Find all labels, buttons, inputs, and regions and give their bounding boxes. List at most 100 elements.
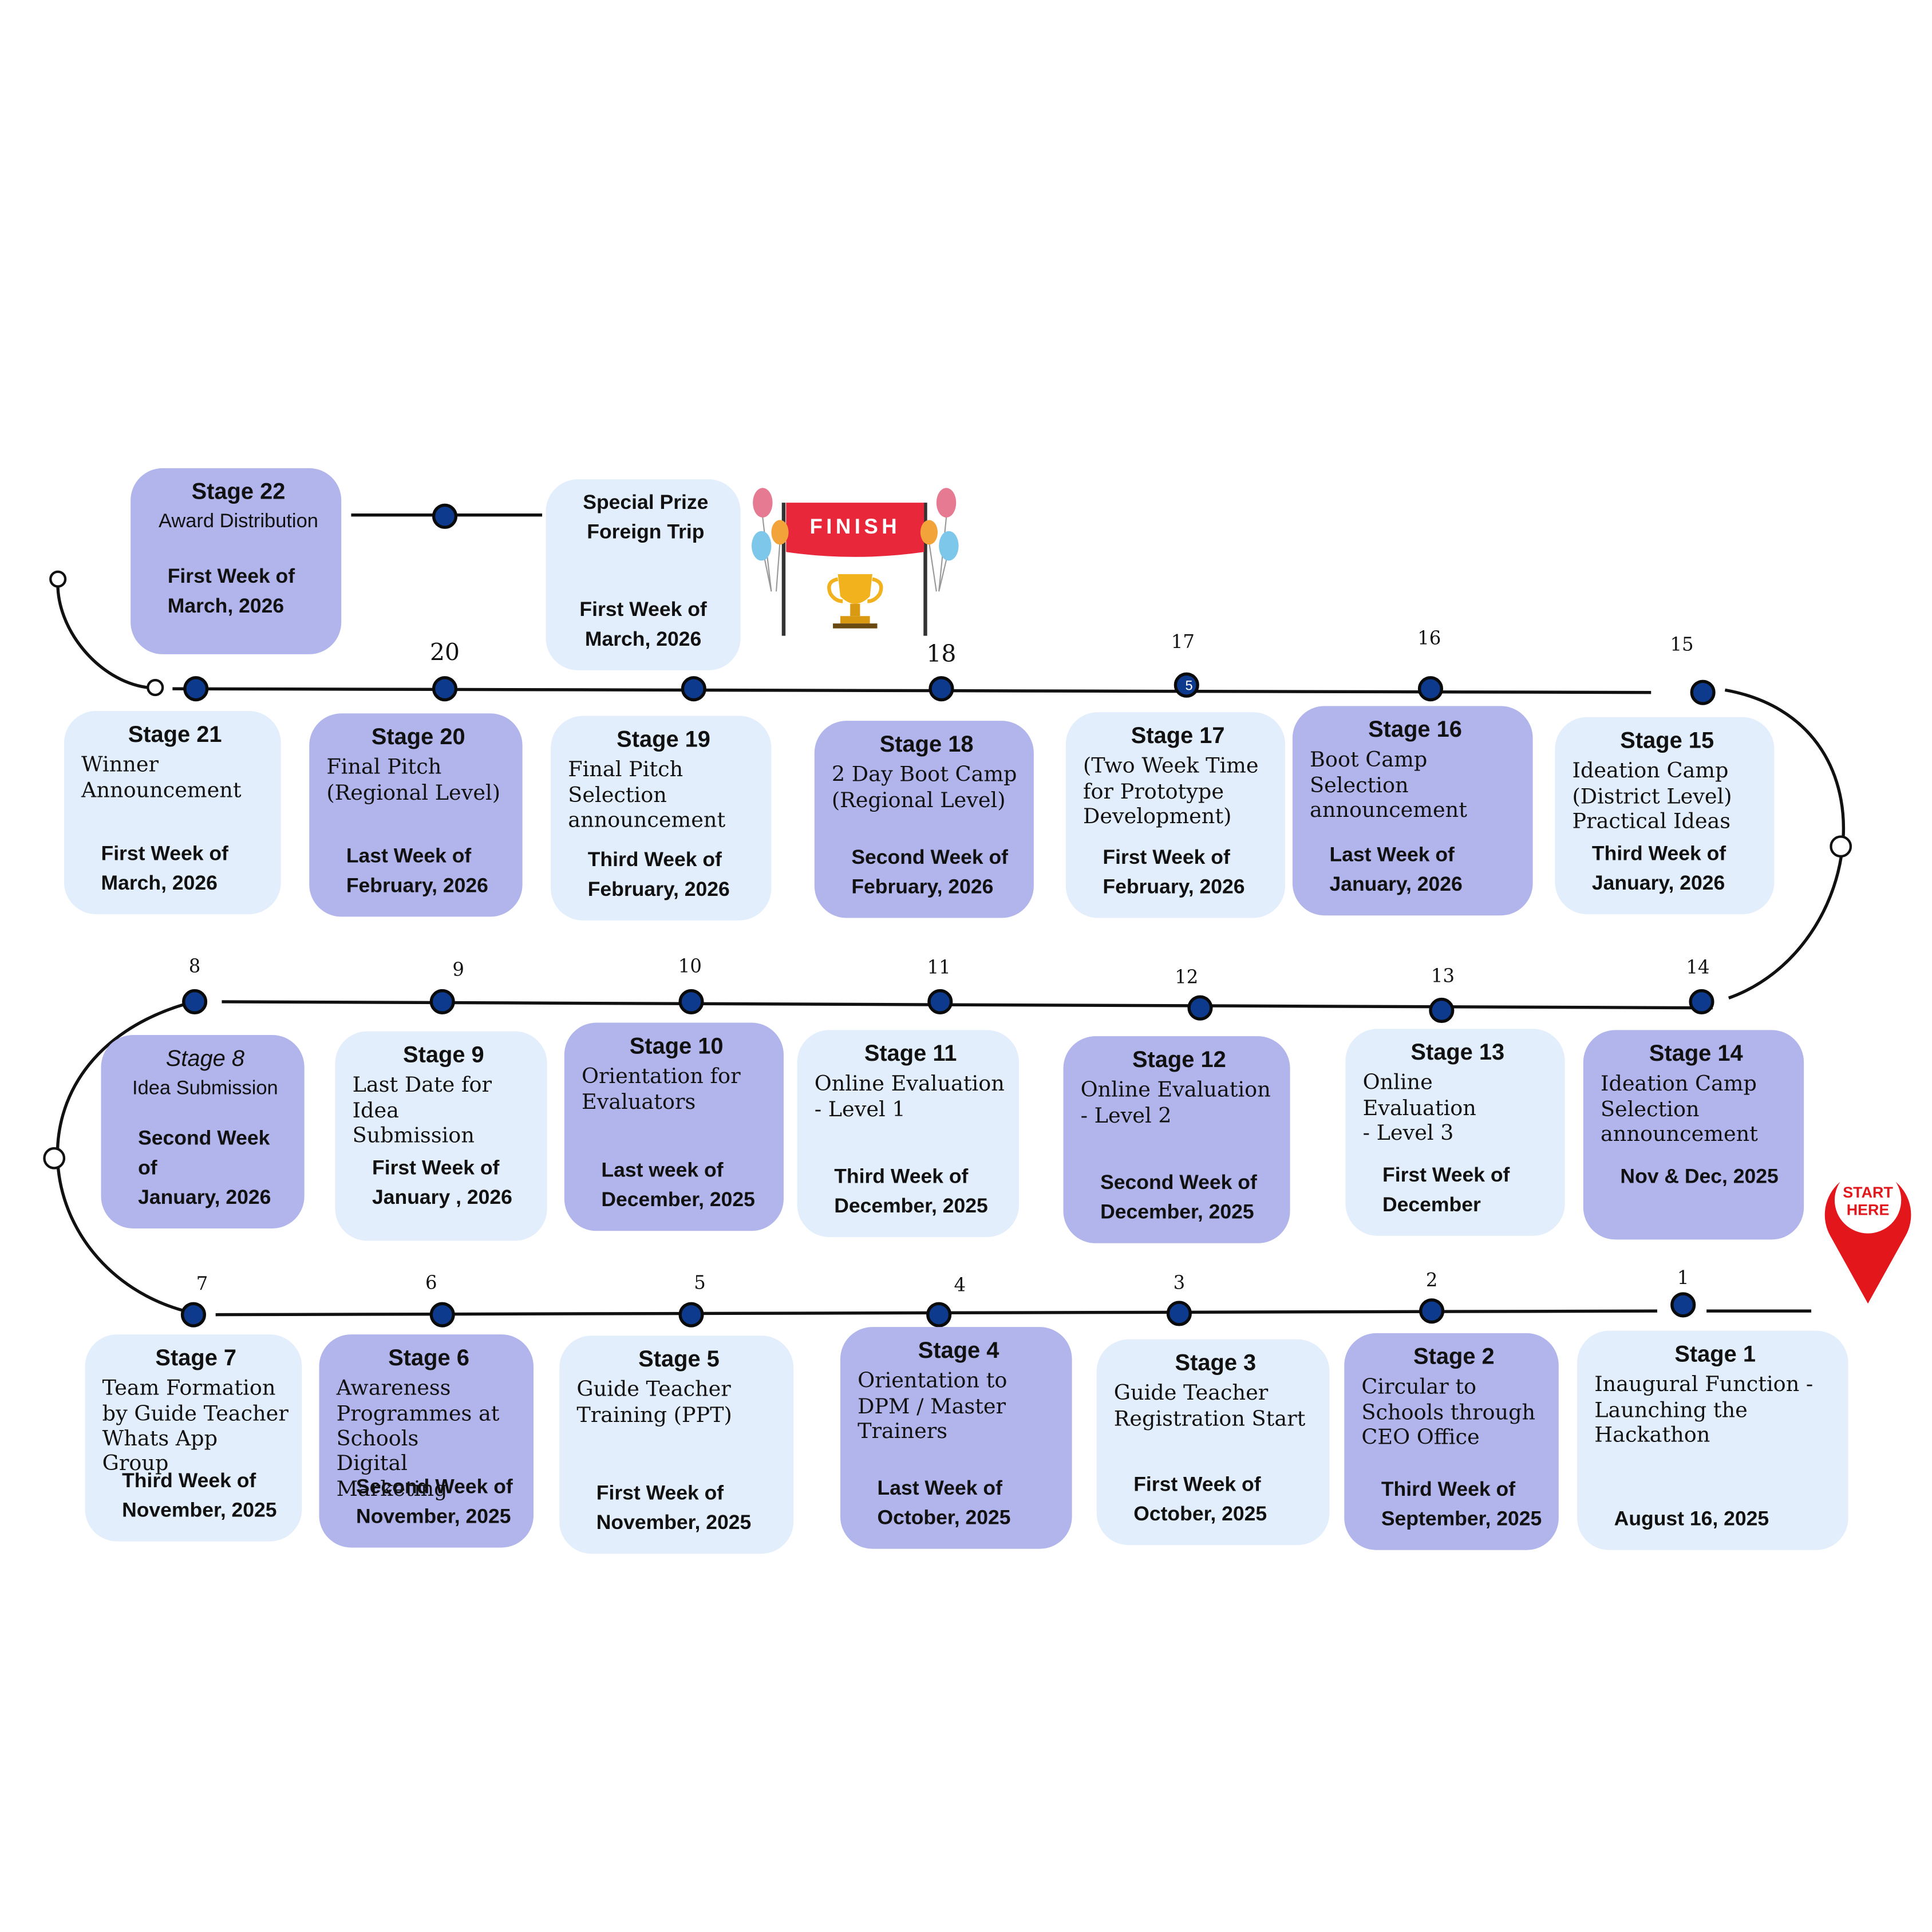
stage-title: Stage 10	[629, 1032, 724, 1058]
stage-description: Ideation Camp (District Level) Practical…	[1572, 759, 1732, 835]
stage-date: First Week of January , 2026	[372, 1157, 512, 1209]
stage-dot-15	[1690, 679, 1716, 705]
stage-number-20: 20	[429, 639, 460, 667]
stage-dot-13	[1429, 997, 1455, 1024]
stage-title: Stage 5	[638, 1345, 720, 1372]
stage-description: Ideation Camp Selection announcement	[1600, 1072, 1758, 1148]
stage-description: Boot Camp Selection announcement	[1310, 748, 1467, 823]
stage-date: Nov & Dec, 2025	[1620, 1165, 1779, 1188]
stage-dot-21	[183, 676, 209, 702]
stage-number-10: 10	[678, 955, 702, 977]
stage-date: Second Week of November, 2025	[356, 1476, 513, 1528]
stage-number-13: 13	[1431, 965, 1455, 987]
stage-title: Stage 13	[1411, 1038, 1505, 1065]
start-label-line1: START	[1843, 1184, 1893, 1201]
stage-date: Third Week of February, 2026	[587, 849, 730, 901]
stage-number-18: 18	[926, 641, 957, 668]
stage-dot-14	[1689, 989, 1714, 1014]
stage-dot-2	[1419, 1298, 1445, 1324]
stage-title: Stage 6	[388, 1344, 469, 1370]
stage-title: Stage 15	[1620, 726, 1714, 753]
stage-date: Last week of December, 2025	[601, 1159, 755, 1211]
stage-date: Second Week of February, 2026	[851, 847, 1009, 899]
stage-title: Stage 17	[1131, 722, 1225, 748]
stage-title: Stage 14	[1649, 1040, 1743, 1066]
stage-card-13: Stage 13 Online Evaluation - Level 3 First…	[1345, 1029, 1565, 1236]
stage-date: Last Week of October, 2025	[877, 1477, 1011, 1530]
stage-description: Last Date for Idea Submission	[352, 1073, 492, 1149]
stage-dot-1	[1670, 1292, 1696, 1318]
stage-number-4: 4	[954, 1274, 966, 1297]
stage-title: Stage 9	[403, 1041, 484, 1067]
stage-description: Winner Announcement	[81, 753, 242, 803]
stage-title: Stage 4	[918, 1337, 999, 1363]
stage-description: Final Pitch Selection announcement	[568, 758, 726, 833]
stage-title: Stage 12	[1132, 1046, 1226, 1072]
stage-dot-6	[429, 1302, 455, 1327]
stage-number-11: 11	[927, 956, 951, 979]
stage-description: 2 Day Boot Camp (Regional Level)	[831, 762, 1017, 813]
stage-title: Stage 7	[155, 1344, 237, 1370]
stage-date: Third Week of November, 2025	[122, 1470, 277, 1522]
stage-description: Inaugural Function - Launching the Hacka…	[1594, 1373, 1814, 1448]
stage-number-15: 15	[1670, 633, 1694, 656]
stage-title: Stage 22	[191, 478, 286, 504]
stage-description: Orientation to DPM / Master Trainers	[858, 1369, 1008, 1444]
stage-number-1: 1	[1677, 1266, 1689, 1289]
stage-description: Online Evaluation - Level 3	[1362, 1071, 1476, 1146]
stage-title: Stage 18	[879, 730, 974, 757]
stage-description: Guide Teacher Training (PPT)	[576, 1377, 732, 1428]
stage-number-6: 6	[425, 1271, 437, 1294]
location-pin-icon: START HERE	[1824, 1167, 1911, 1304]
stage-date: Third Week of September, 2025	[1381, 1479, 1542, 1531]
stage-date: First Week of March, 2026	[101, 843, 228, 895]
stage-dot-4	[926, 1302, 952, 1327]
stage-date: First Week of October, 2025	[1133, 1473, 1267, 1526]
stage-dot-20	[432, 676, 458, 702]
stage-card-17: Stage 17(Two Week Time for Prototype Dev…	[1065, 712, 1285, 918]
stage-title: Stage 20	[371, 723, 465, 749]
stage-description: Guide Teacher Registration Start	[1113, 1381, 1306, 1432]
stage-date: First Week of December	[1382, 1164, 1510, 1216]
stage-description: Idea Submission	[132, 1078, 278, 1100]
stage-description: Circular to Schools through CEO Office	[1361, 1375, 1536, 1451]
stage-date: August 16, 2025	[1614, 1508, 1769, 1531]
stage-dot-9	[429, 989, 455, 1014]
stage-title: Stage 1	[1674, 1340, 1756, 1367]
stage-number-14: 14	[1686, 956, 1710, 979]
stage-date: Second Week of January, 2026	[138, 1127, 271, 1209]
stage-description: Award Distribution	[159, 511, 318, 533]
stage-title: Stage 11	[864, 1040, 957, 1066]
stage-date: Third Week of December, 2025	[834, 1165, 988, 1218]
track-endpoints	[43, 570, 1852, 1170]
stage-number-17: 17	[1171, 631, 1195, 653]
stage-date: First Week of March, 2026	[167, 566, 295, 618]
stage-card-15: Stage 15 Ideation Camp (District Level) P…	[1555, 717, 1775, 915]
stage-card-14: Stage 14 Ideation Camp Selection announce…	[1583, 1030, 1804, 1240]
stage-dot-17	[1174, 672, 1199, 698]
stage-card-1: Stage 1 Inaugural Function - Launching th…	[1577, 1330, 1848, 1550]
stage-number-12: 12	[1175, 966, 1199, 989]
start-label-line2: HERE	[1847, 1201, 1890, 1218]
stage-card-18: Stage 18 2 Day Boot Camp (Regional Level)…	[814, 721, 1034, 918]
stage-title: Stage 21	[128, 721, 222, 747]
stage-description: Orientation for Evaluators	[581, 1065, 741, 1115]
stage-dot-16	[1417, 676, 1444, 702]
stage-card-6: Stage 6 Awareness Programmes at Schools D…	[319, 1334, 534, 1548]
stage-number-3: 3	[1173, 1271, 1186, 1294]
stage-date: Last Week of January, 2026	[1329, 844, 1463, 896]
stage-description: Awareness Programmes at Schools Digital …	[336, 1376, 500, 1502]
stage-number-16: 16	[1417, 627, 1441, 650]
stage-title: Stage 8	[165, 1045, 245, 1071]
